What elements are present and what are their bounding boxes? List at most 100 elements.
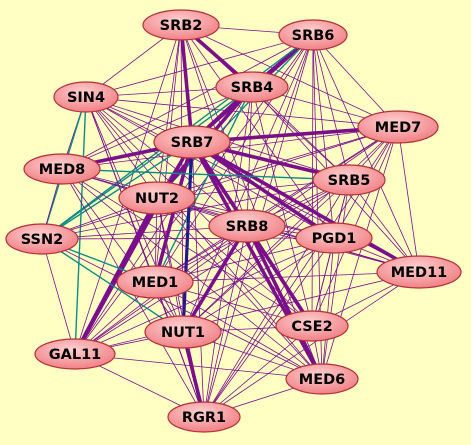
edge-srb7-rgr1 <box>191 141 205 418</box>
edge-nut2-nut1 <box>156 197 184 333</box>
node-rgr1[interactable]: RGR1 <box>167 401 241 433</box>
node-label: GAL11 <box>49 347 102 363</box>
edge-srb2-srb8 <box>180 24 248 227</box>
node-med6[interactable]: MED6 <box>285 363 359 395</box>
edge-med7-med11 <box>397 126 420 273</box>
node-ellipse <box>34 338 116 370</box>
node-ellipse <box>118 181 196 215</box>
edge-srb2-srb7 <box>179 23 194 144</box>
node-cse2[interactable]: CSE2 <box>275 310 349 342</box>
edge-ssn2-pgd1 <box>41 237 335 240</box>
edge-srb7-med11 <box>190 140 421 274</box>
node-ellipse <box>144 315 222 349</box>
node-label: CSE2 <box>291 319 332 335</box>
edge-srb6-srb8 <box>246 34 314 227</box>
edge-srb7-ssn2 <box>41 141 193 240</box>
edge-sin4-med7 <box>85 96 399 128</box>
edge-srb6-nut1 <box>182 34 314 333</box>
edge-med11-gal11 <box>74 271 420 355</box>
edge-med11-rgr1 <box>203 271 420 418</box>
edge-srb8-nut1 <box>181 224 249 334</box>
node-nut1[interactable]: NUT1 <box>144 315 222 349</box>
node-ellipse <box>275 310 349 342</box>
node-srb7[interactable]: SRB7 <box>153 125 231 159</box>
node-label: SRB7 <box>171 135 214 151</box>
node-ellipse <box>53 81 119 113</box>
node-label: NUT2 <box>135 191 179 207</box>
edge-srb4-ssn2 <box>41 86 253 240</box>
edge-srb5-rgr1 <box>203 179 350 418</box>
edge-srb6-med8 <box>61 34 314 170</box>
node-nut2[interactable]: NUT2 <box>118 181 196 215</box>
node-med1[interactable]: MED1 <box>116 265 194 299</box>
node-ellipse <box>278 19 348 51</box>
node-pgd1[interactable]: PGD1 <box>295 222 373 254</box>
edge-pgd1-med6 <box>321 237 335 380</box>
node-ssn2[interactable]: SSN2 <box>5 223 79 255</box>
edge-med11-med1 <box>154 271 420 283</box>
node-srb4[interactable]: SRB4 <box>215 71 289 103</box>
node-srb2[interactable]: SRB2 <box>142 9 220 41</box>
edge-med8-pgd1 <box>61 168 335 239</box>
edge-med7-nut1 <box>182 126 399 333</box>
edge-ssn2-gal11 <box>41 238 76 355</box>
node-label: SRB6 <box>292 28 335 44</box>
edge-cse2-rgr1 <box>203 325 313 418</box>
node-ellipse <box>142 9 220 41</box>
edge-ssn2-med6 <box>41 238 323 380</box>
node-gal11[interactable]: GAL11 <box>34 338 116 370</box>
node-sin4[interactable]: SIN4 <box>53 81 119 113</box>
edge-srb6-med1 <box>154 34 314 283</box>
edge-srb4-rgr1 <box>203 86 253 418</box>
node-label: SRB4 <box>231 80 274 96</box>
edge-srb2-srb5 <box>180 24 350 181</box>
edge-nut2-med6 <box>156 197 323 380</box>
node-ellipse <box>116 265 194 299</box>
edge-nut2-med11 <box>156 197 420 273</box>
edge-srb7-pgd1 <box>190 140 336 240</box>
edge-srb6-srb5 <box>312 34 350 181</box>
edge-med7-med8 <box>61 126 399 170</box>
edge-srb4-med8 <box>61 86 253 170</box>
node-label: NUT1 <box>161 325 205 341</box>
node-label: PGD1 <box>312 231 357 247</box>
node-ellipse <box>285 363 359 395</box>
edge-med8-med6 <box>61 168 323 380</box>
edge-srb8-rgr1 <box>203 225 248 418</box>
node-ellipse <box>376 255 462 289</box>
node-label: MED6 <box>299 372 345 388</box>
node-label: MED1 <box>132 275 178 291</box>
node-ellipse <box>208 209 286 243</box>
node-ellipse <box>215 71 289 103</box>
node-label: SRB5 <box>328 173 371 189</box>
node-med11[interactable]: MED11 <box>376 255 462 289</box>
edge-med8-srb5 <box>61 168 350 181</box>
node-srb6[interactable]: SRB6 <box>278 19 348 51</box>
node-label: MED8 <box>39 162 85 178</box>
edge-srb8-med6 <box>245 224 324 381</box>
node-label: SSN2 <box>21 232 63 248</box>
edge-pgd1-nut1 <box>182 237 335 333</box>
edge-gal11-med6 <box>74 353 323 380</box>
node-srb8[interactable]: SRB8 <box>208 209 286 243</box>
edge-sin4-nut2 <box>85 96 158 199</box>
edge-srb2-med7 <box>180 24 399 128</box>
node-ellipse <box>357 110 439 144</box>
node-label: SIN4 <box>67 90 105 106</box>
node-label: SRB2 <box>160 18 203 34</box>
edge-med1-med6 <box>154 281 323 380</box>
edge-med8-nut1 <box>61 168 184 333</box>
edge-srb5-ssn2 <box>41 179 350 240</box>
node-label: MED11 <box>391 265 448 281</box>
node-med7[interactable]: MED7 <box>357 110 439 144</box>
node-ellipse <box>5 223 79 255</box>
node-ellipse <box>153 125 231 159</box>
node-med8[interactable]: MED8 <box>23 153 101 185</box>
edge-med1-rgr1 <box>154 281 205 418</box>
node-srb5[interactable]: SRB5 <box>312 164 386 196</box>
edge-srb6-med11 <box>312 34 420 273</box>
edge-srb6-sin4 <box>85 34 314 98</box>
edge-srb4-cse2 <box>251 86 313 327</box>
